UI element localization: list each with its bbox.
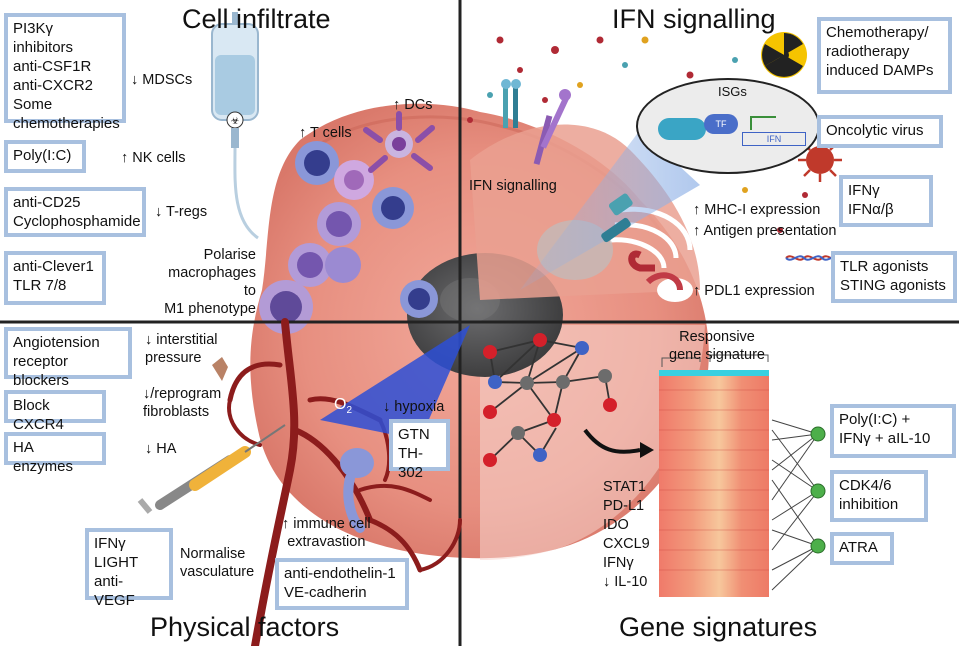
box-gtn: GTN TH-302 bbox=[389, 419, 450, 481]
box-cd25: anti-CD25 Cyclophosphamide bbox=[4, 187, 146, 237]
box-pi3k: PI3Kγ inhibitors anti-CSF1R anti-CXCR2 S… bbox=[4, 13, 126, 132]
box-tlr: TLR agonists STING agonists bbox=[831, 251, 957, 303]
tf-blob: TF bbox=[704, 114, 738, 134]
gene-arrow bbox=[750, 116, 776, 130]
box-chemo: Chemotherapy/ radiotherapy induced DAMPs bbox=[817, 17, 952, 94]
receptor-shapes bbox=[501, 79, 571, 165]
label-interstitial: ↓ interstitial pressure bbox=[145, 332, 218, 366]
isgs-label: ISGs bbox=[718, 84, 747, 99]
syringe bbox=[137, 424, 286, 514]
box-cdk: CDK4/6 inhibition bbox=[830, 470, 928, 522]
title-gene-signatures: Gene signatures bbox=[619, 612, 818, 642]
label-tregs: ↓ T-regs bbox=[155, 204, 208, 220]
gene-network bbox=[483, 333, 617, 467]
isg-bubble: ISGs TF IFN bbox=[636, 78, 820, 174]
blood-vessels bbox=[227, 318, 462, 646]
label-responsive: Responsive gene signature bbox=[669, 329, 765, 363]
label-pdl1: ↑ PDL1 expression bbox=[693, 283, 815, 299]
box-oncolytic: Oncolytic virus bbox=[817, 115, 943, 148]
box-clever: anti-Clever1 TLR 7/8 bbox=[4, 251, 106, 305]
label-gene-list: STAT1 PD-L1 IDO CXCL9 IFNγ ↓ IL-10 bbox=[603, 479, 650, 590]
svg-text:☣: ☣ bbox=[231, 116, 240, 127]
label-mdsc: ↓ MDSCs bbox=[131, 72, 193, 88]
title-cell-infiltrate: Cell infiltrate bbox=[182, 4, 331, 34]
box-poly-combo: Poly(I:C) + IFNγ + aIL-10 bbox=[830, 404, 956, 458]
heatmap bbox=[659, 354, 769, 597]
o2-text: O bbox=[334, 396, 347, 413]
box-cxcr4: Block CXCR4 bbox=[4, 390, 106, 433]
label-hypoxia: ↓ hypoxia bbox=[383, 399, 445, 415]
label-mhc: ↑ MHC-I expression ↑ Antigen presentatio… bbox=[693, 202, 837, 239]
box-ha: HA enzymes bbox=[4, 432, 106, 475]
label-normalise: Normalise vasculature bbox=[180, 546, 255, 580]
box-ifn-ab: IFNγ IFNα/β bbox=[839, 175, 933, 227]
box-polyic: Poly(I:C) bbox=[4, 140, 86, 173]
box-atra: ATRA bbox=[830, 532, 894, 565]
label-extravasation: ↑ immune cell extravastion bbox=[282, 516, 371, 550]
iv-bag: ☣ bbox=[211, 12, 259, 240]
label-dcs: ↑ DCs bbox=[393, 97, 433, 113]
label-ha-down: ↓ HA bbox=[145, 441, 177, 457]
box-endothelin: anti-endothelin-1 VE-cadherin bbox=[275, 558, 409, 610]
label-nk: ↑ NK cells bbox=[121, 150, 186, 166]
o2-subscript: 2 bbox=[346, 405, 353, 417]
title-physical-factors: Physical factors bbox=[150, 612, 340, 642]
label-polarise: Polarise macrophages to M1 phenotype bbox=[164, 247, 256, 317]
label-o2: O2 bbox=[334, 396, 352, 416]
title-ifn-signalling: IFN signalling bbox=[612, 4, 776, 34]
fan-lines bbox=[771, 419, 819, 591]
radiation-symbol bbox=[761, 32, 807, 78]
box-angio: Angiotension receptor blockers bbox=[4, 327, 132, 389]
ifn-gene-box: IFN bbox=[742, 132, 806, 146]
dna-coil bbox=[658, 118, 706, 140]
label-reprogram: ↓/reprogram fibroblasts bbox=[143, 386, 222, 420]
virus-shape bbox=[798, 138, 842, 182]
label-tcells: ↑ T cells bbox=[299, 125, 352, 141]
label-ifn-signalling: IFN signalling bbox=[469, 178, 557, 194]
box-ifng-light: IFNγ LIGHT anti-VEGF bbox=[85, 528, 173, 609]
immune-cells bbox=[259, 111, 438, 334]
